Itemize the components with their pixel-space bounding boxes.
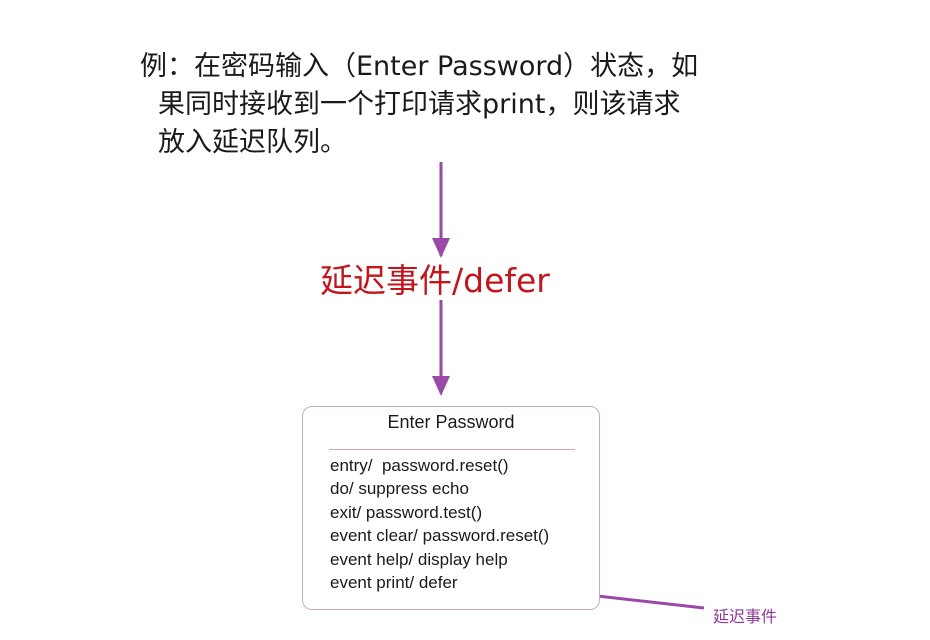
defer-event-annotation: 延迟事件 — [713, 607, 778, 626]
intro-line-3: 放入延迟队列。 — [158, 127, 347, 158]
state-name: Enter Password — [387, 412, 515, 432]
intro-line-1: 例：在密码输入（Enter Password）状态，如 — [140, 51, 699, 82]
intro-paragraph: 例：在密码输入（Enter Password）状态，如 果同时接收到一个打印请求… — [140, 48, 750, 162]
state-activities: entry/ password.reset() do/ suppress ech… — [330, 454, 549, 594]
activity-do: do/ suppress echo — [330, 479, 469, 499]
activity-help: event help/ display help — [330, 549, 508, 569]
arrow-head-2 — [432, 376, 450, 396]
arrow-head-1 — [432, 238, 450, 258]
activity-entry: entry/ password.reset() — [330, 456, 509, 475]
activity-print-defer: event print/ defer — [330, 573, 458, 593]
state-divider — [329, 449, 575, 450]
activity-clear: event clear/ password.reset() — [330, 526, 550, 546]
activity-exit: exit/ password.test() — [330, 502, 483, 522]
defer-event-label: 延迟事件/defer — [320, 261, 550, 300]
intro-line-2: 果同时接收到一个打印请求print，则该请求 — [158, 89, 681, 120]
enter-password-state: Enter Password entry/ password.reset() d… — [302, 406, 600, 610]
